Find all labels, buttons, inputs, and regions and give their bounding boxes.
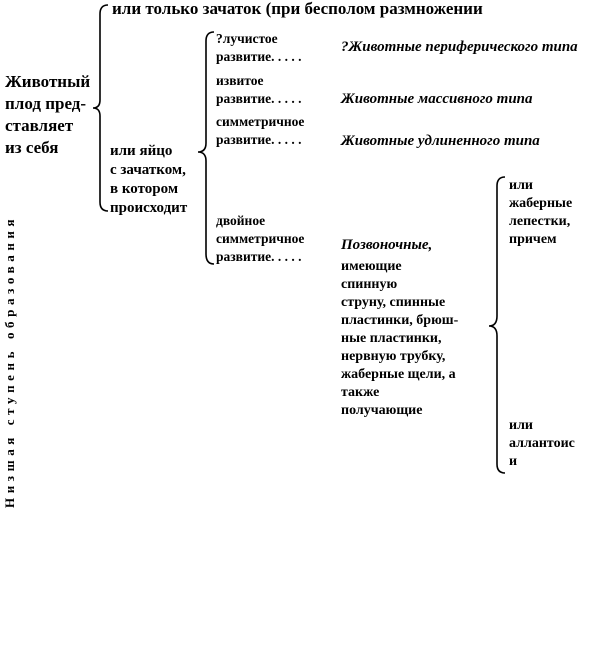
desc-line: получающие [341, 403, 423, 418]
kind-line: развитие. . . . . [216, 91, 302, 106]
development-kind: ?лучистое развитие. . . . . [216, 30, 302, 66]
development-kind: симметричное развитие. . . . . [216, 113, 304, 149]
development-result: Животные массивного типа [341, 91, 533, 107]
sub-line: лепестки, [509, 214, 571, 229]
development-kind: двойное симметричное развитие. . . . . [216, 212, 304, 266]
desc-line: спинную [341, 277, 398, 292]
option-a: или только зачаток (при бесполом размнож… [112, 0, 483, 18]
kind-line: ?лучистое [216, 31, 278, 46]
desc-line: жаберные щели, а [341, 367, 456, 382]
development-result: ?Животные периферического типа [341, 39, 578, 55]
option-b: или яйцо с зачатком, в котором происходи… [110, 142, 187, 218]
option-b-line: с зачатком, [110, 162, 186, 178]
kind-line: извитое [216, 73, 264, 88]
desc-line: струну, спинные [341, 295, 446, 310]
sub-brace [488, 176, 506, 474]
root-line: плод пред- [5, 94, 87, 113]
option-b-line: в котором [110, 181, 179, 197]
kind-line: развитие. . . . . [216, 132, 302, 147]
sub-line: аллантоис [509, 436, 575, 451]
desc-line: также [341, 385, 380, 400]
desc-line: ные пластинки, [341, 331, 442, 346]
kind-line: симметричное [216, 114, 305, 129]
option-b-line: или яйцо [110, 143, 173, 159]
development-brace [197, 31, 215, 265]
root-text: Животный плод пред- ставляет из себя [5, 71, 90, 159]
root-line: ставляет [5, 116, 74, 135]
desc-line: нервную трубку, [341, 349, 446, 364]
kind-line: развитие. . . . . [216, 249, 302, 264]
sub-line: причем [509, 232, 557, 247]
root-line: из себя [5, 138, 59, 157]
main-brace [92, 4, 109, 212]
desc-line: пластинки, брюш- [341, 313, 459, 328]
development-result: Животные удлиненного типа [341, 133, 540, 149]
sub-option-b: или аллантоис и [509, 417, 575, 471]
sub-line: или [509, 178, 533, 193]
sub-option-a: или жаберные лепестки, причем [509, 177, 572, 249]
development-kind: извитое развитие. . . . . [216, 72, 302, 108]
desc-line: имеющие [341, 259, 402, 274]
option-b-line: происходит [110, 200, 188, 216]
development-result: Позвоночные, [341, 237, 433, 253]
sub-line: и [509, 454, 518, 469]
kind-line: развитие. . . . . [216, 49, 302, 64]
kind-line: симметричное [216, 231, 305, 246]
kind-line: двойное [216, 213, 266, 228]
sub-line: жаберные [509, 196, 573, 211]
vertebrate-description: имеющие спинную струну, спинные пластинк… [341, 258, 458, 420]
root-line: Животный [5, 72, 91, 91]
sub-line: или [509, 418, 533, 433]
side-label: Низшая ступень образования [2, 214, 17, 508]
